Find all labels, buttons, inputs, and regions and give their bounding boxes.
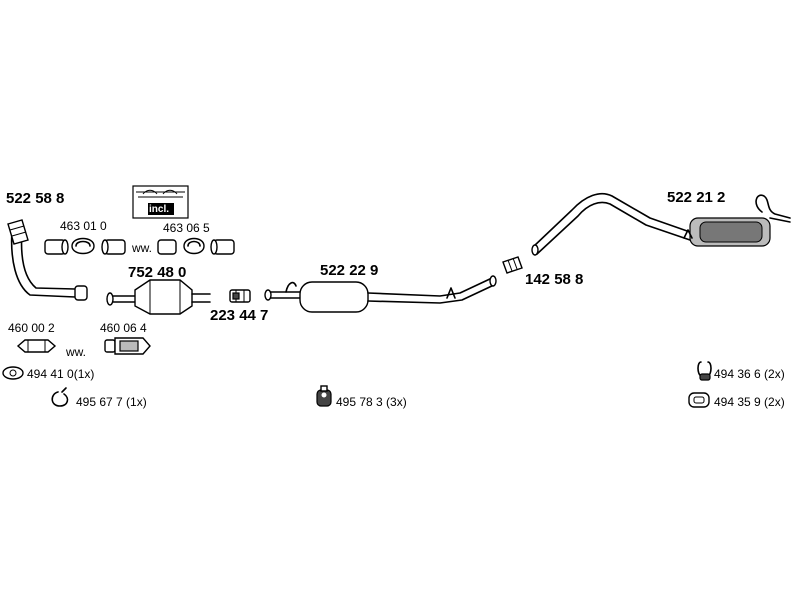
part-number-clamp-a: 463 01 0 [60,219,107,233]
catalytic-converter [106,279,211,315]
part-number-center-silencer: 522 22 9 [320,262,379,279]
part-number-gasket: 494 41 0(1x) [27,367,95,381]
part-number-rubber-ring: 494 35 9 (2x) [714,395,785,409]
part-number-catalyst: 752 48 0 [128,264,187,281]
part-number-rear-silencer: 522 21 2 [667,189,726,206]
part-number-connector: 223 44 7 [210,307,269,324]
rubber-ring-icon [688,392,710,408]
part-number-front-pipe: 522 58 8 [6,190,65,207]
incl-box [132,185,189,219]
coupler-142588 [502,256,523,274]
part-number-mount-center: 495 78 3 (3x) [336,395,407,409]
connector-223447 [229,289,251,303]
part-number-clip: 495 67 7 (1x) [76,395,147,409]
incl-label: incl. [149,204,170,215]
ww-label-bottom: ww. [66,345,87,359]
center-silencer-assembly [264,275,497,313]
ring-460002 [16,339,57,353]
hanger-icon [697,361,712,381]
ww-label-top: ww. [132,241,153,255]
clamp-463010 [44,237,126,255]
part-number-clamp-b: 463 06 5 [163,221,210,235]
rubber-mount-icon [316,385,332,407]
gasket-icon [2,366,24,380]
front-pipe [7,219,88,301]
clip-icon [51,387,69,407]
part-number-ring-b: 460 06 4 [100,321,147,335]
clamp-463065 [157,237,235,255]
part-number-hanger: 494 36 6 (2x) [714,367,785,381]
part-number-coupler: 142 58 8 [525,271,584,288]
part-number-ring-a: 460 00 2 [8,321,55,335]
rear-silencer-assembly [531,192,791,256]
ring-460064 [104,337,151,355]
